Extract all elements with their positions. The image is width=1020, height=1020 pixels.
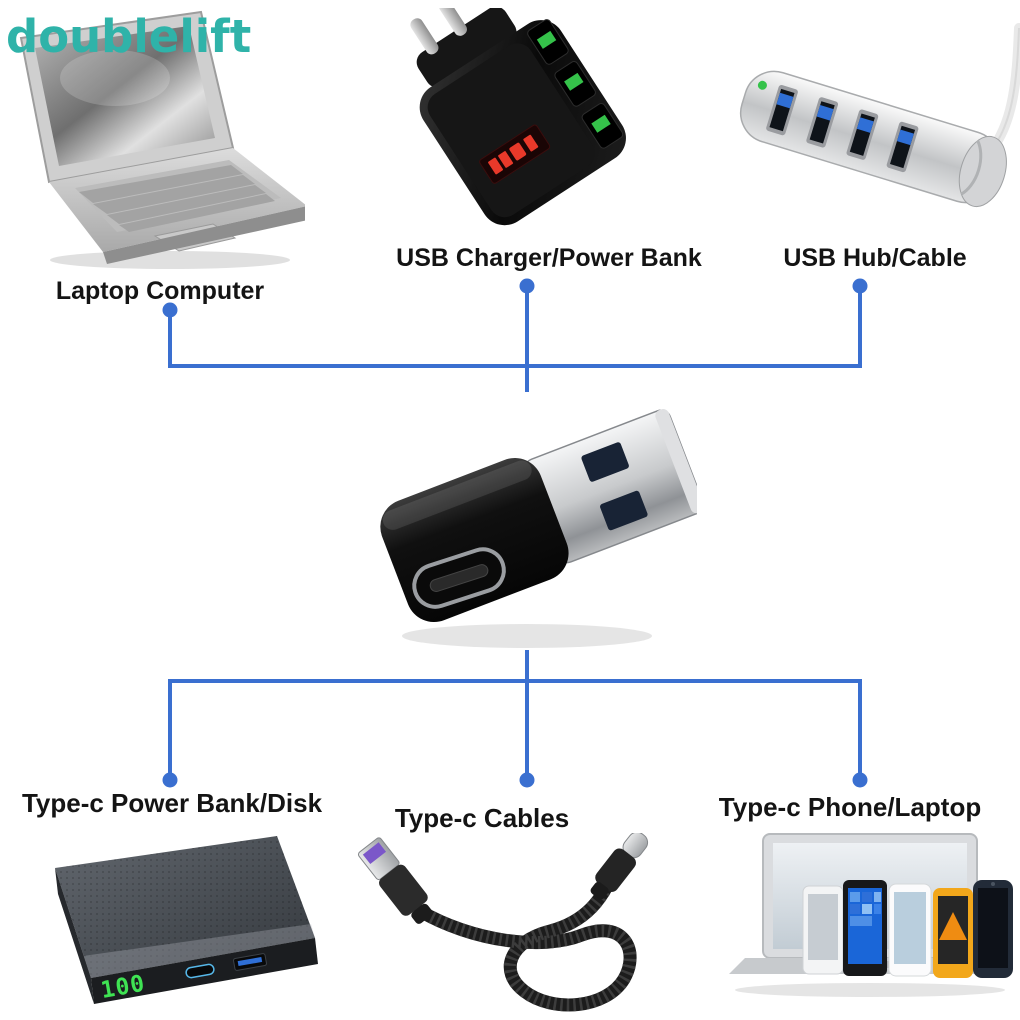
- type-c-devices-photo: [715, 828, 1015, 1000]
- type-c-connector: [590, 833, 649, 900]
- keyboard-rows: [79, 165, 275, 232]
- charger-face: [427, 43, 595, 218]
- phone-white-1: [802, 885, 844, 975]
- label-usb-hub: USB Hub/Cable: [783, 244, 967, 272]
- phone-navy: [973, 880, 1013, 978]
- power-bank-type-c-port: [185, 963, 215, 979]
- usb-charger-photo: [390, 8, 665, 238]
- body-gloss: [382, 460, 532, 530]
- hub-usb-ports: [766, 84, 919, 173]
- usb-to-type-c-adapter-photo: [352, 388, 697, 656]
- label-type-c-phone-laptop: Type-c Phone/Laptop: [718, 792, 982, 822]
- laptop-screen: [35, 26, 215, 166]
- label-usb-charger: USB Charger/Power Bank: [396, 244, 702, 272]
- connector-nodes: [162, 278, 868, 788]
- type-c-cable-photo: [352, 833, 662, 1020]
- node-powerbank: [162, 772, 178, 788]
- node-hub: [852, 278, 868, 294]
- led-voltage-display: [479, 124, 551, 184]
- usb-a-connector: [357, 837, 433, 924]
- power-bank-edge-highlight: [83, 924, 315, 978]
- hub-end-cap: [958, 135, 1007, 208]
- eu-plug-base: [416, 8, 517, 88]
- power-bank-texture: [55, 836, 315, 978]
- label-type-c-power-bank: Type-c Power Bank/Disk: [21, 788, 323, 818]
- usb-a-tip: [655, 409, 697, 514]
- type-c-female-port: [412, 547, 506, 609]
- phone-black-tiles: [843, 880, 887, 976]
- watermark: doublelift: [6, 10, 252, 63]
- usb-a-shell-hole: [581, 442, 629, 482]
- braid-texture: [416, 874, 637, 1012]
- usb-output-ports: [527, 19, 624, 149]
- node-charger: [519, 278, 535, 294]
- node-cables: [519, 772, 535, 788]
- usb-a-shell-hole: [600, 490, 648, 531]
- node-phone: [852, 772, 868, 788]
- laptop-front-edge: [103, 206, 305, 264]
- type-c-power-bank-photo: 100: [35, 828, 325, 1020]
- label-laptop-computer: Laptop Computer: [55, 277, 265, 305]
- usb-a-purple-tongue: [362, 842, 387, 865]
- label-type-c-cables: Type-c Cables: [394, 803, 570, 833]
- top-connector-lines: [168, 286, 862, 392]
- connector-wires: [168, 286, 862, 780]
- node-laptop: [162, 302, 178, 318]
- power-bank-usb-port: [233, 953, 267, 971]
- phone-white-2: [888, 883, 932, 977]
- bottom-connector-lines: [168, 650, 862, 780]
- adapter-shadow: [402, 624, 652, 648]
- screen-glare: [60, 50, 170, 106]
- end-cap-ridge: [960, 139, 983, 196]
- power-bank-left-side: [55, 868, 94, 1004]
- laptop-computer-photo: [5, 8, 305, 273]
- plug-prong: [410, 18, 439, 55]
- devices-shadow: [735, 983, 1005, 997]
- usb-hub-photo: [735, 22, 1020, 237]
- power-led: [757, 80, 767, 90]
- plug-prong: [438, 8, 467, 36]
- laptop-shadow: [50, 251, 290, 269]
- phone-orange: [933, 888, 973, 978]
